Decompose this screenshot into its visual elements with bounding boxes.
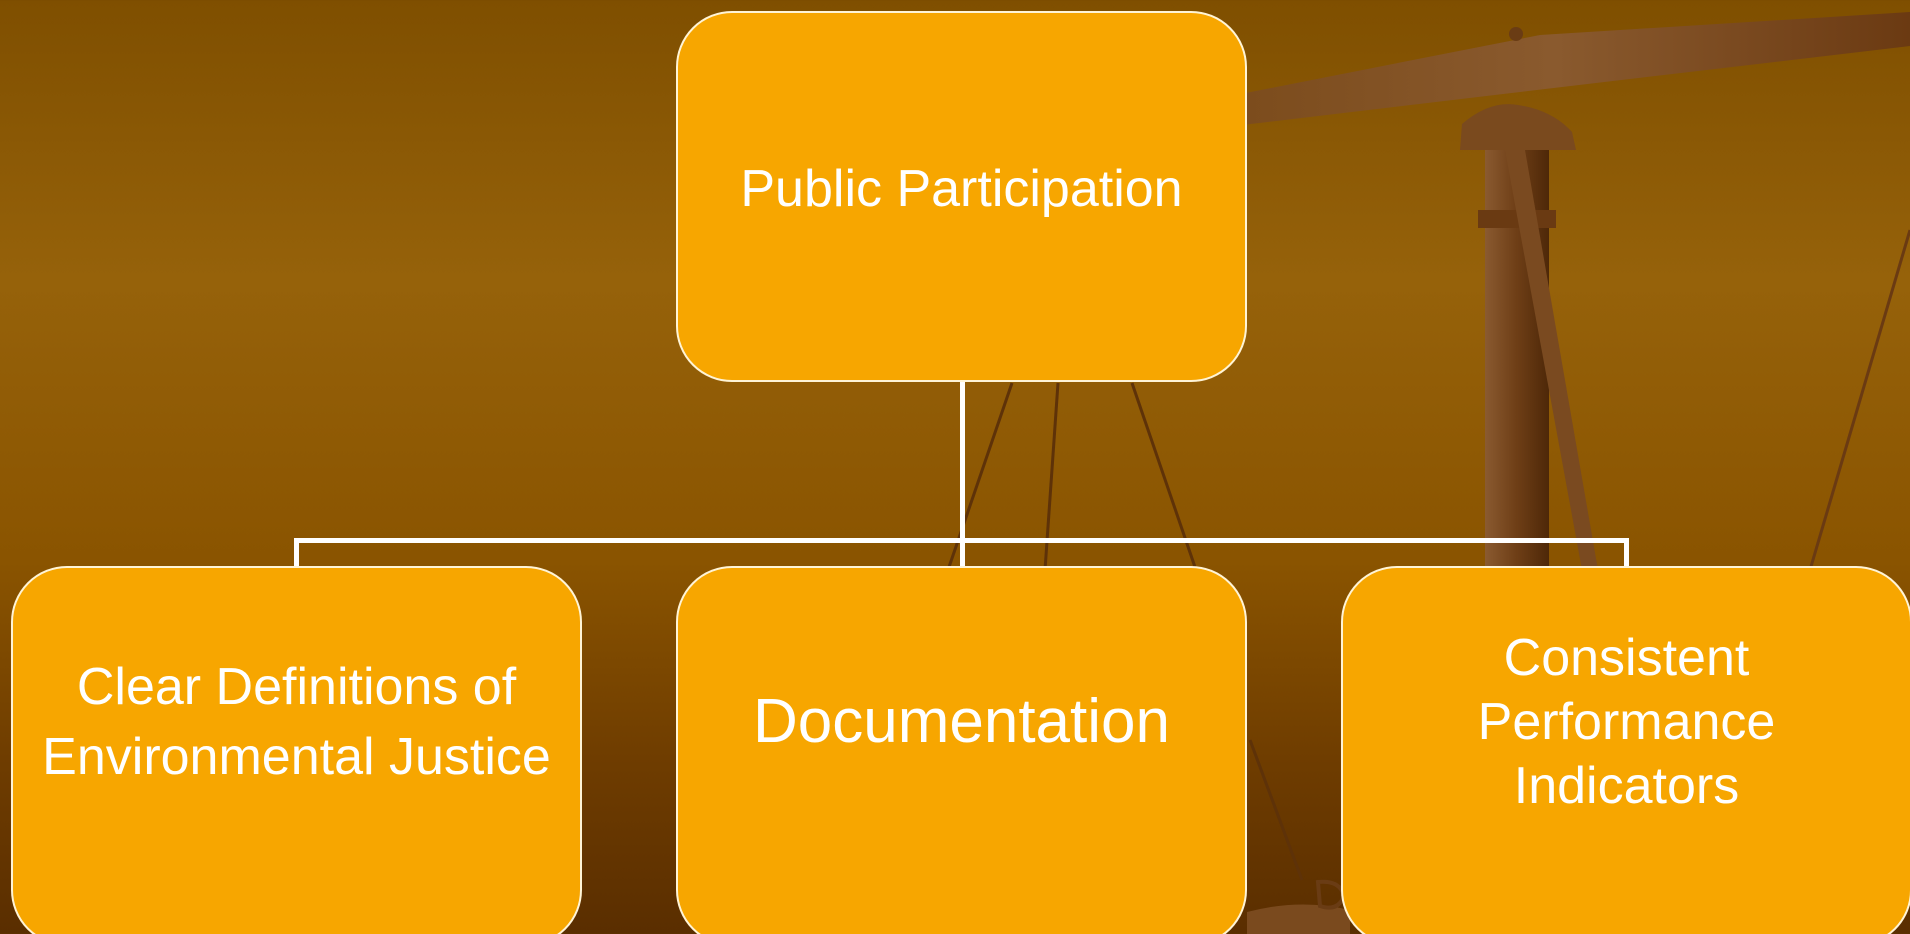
connector-root-down	[960, 382, 965, 566]
node-public-participation: Public Participation	[676, 11, 1247, 382]
node-label: Documentation	[752, 687, 1171, 756]
node-label: Clear Definitions of Environmental Justi…	[42, 658, 551, 786]
connector-left-down	[294, 538, 299, 566]
node-label: Public Participation	[740, 159, 1183, 218]
connector-right-down	[1624, 538, 1629, 566]
connector-horizontal	[294, 538, 1629, 543]
node-clear-definitions: Clear Definitions of Environmental Justi…	[11, 566, 582, 934]
node-label: Consistent Performance Indicators	[1477, 629, 1776, 815]
node-performance-indicators: Consistent Performance Indicators	[1341, 566, 1910, 934]
node-documentation: Documentation	[676, 566, 1247, 934]
